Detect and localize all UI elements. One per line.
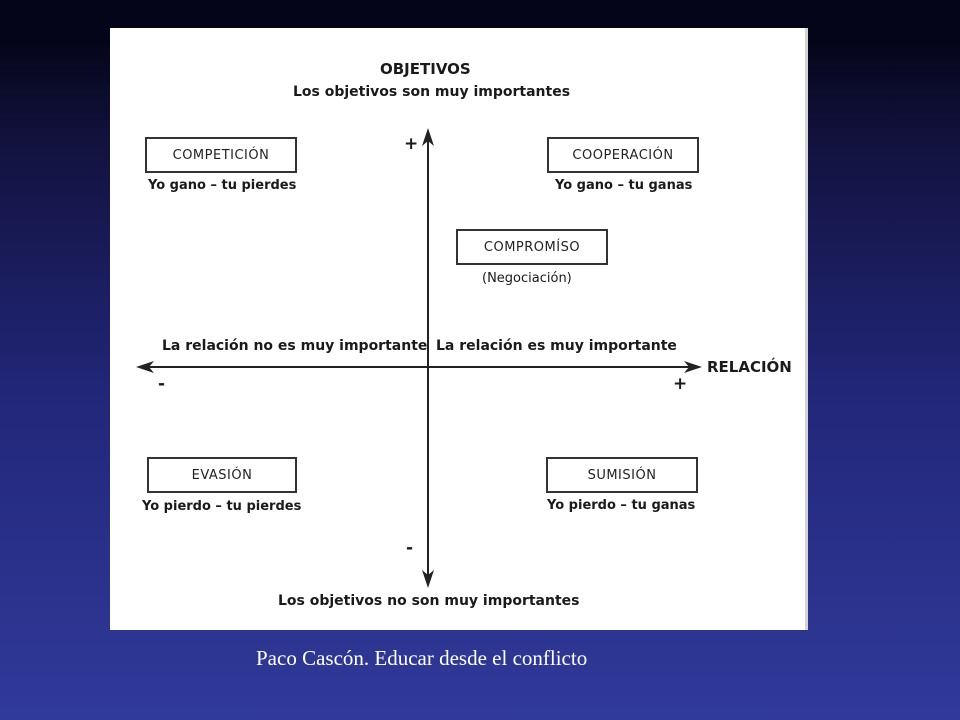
x-axis-left-label: La relación no es muy importante [162, 338, 428, 354]
axes-svg [136, 128, 702, 588]
competicion-box: COMPETICIÓN [145, 137, 297, 173]
x-axis-right-label: La relación es muy importante [436, 338, 677, 354]
y-axis-title: OBJETIVOS [380, 60, 471, 78]
diagram-panel: OBJETIVOS Los objetivos son muy importan… [110, 28, 808, 630]
source-caption: Paco Cascón. Educar desde el conflicto [256, 646, 588, 670]
x-axis-arrow-left [136, 361, 154, 373]
compromiso-box: COMPROMÍSO [456, 229, 608, 265]
sumision-subtitle: Yo pierdo – tu ganas [547, 498, 696, 513]
x-axis-arrow-right [684, 361, 702, 373]
y-axis-plus: + [404, 134, 419, 154]
y-axis-top-label: Los objetivos son muy importantes [293, 84, 571, 100]
y-axis-minus: - [406, 538, 414, 558]
cooperacion-subtitle: Yo gano – tu ganas [555, 178, 693, 193]
cooperacion-box: COOPERACIÓN [547, 137, 699, 173]
competicion-subtitle: Yo gano – tu pierdes [148, 178, 297, 193]
evasion-subtitle: Yo pierdo – tu pierdes [142, 499, 302, 514]
x-axis-minus: - [158, 374, 166, 394]
compromiso-subtitle: (Negociación) [482, 271, 572, 286]
y-axis-arrow-up [422, 128, 434, 146]
sumision-box: SUMISIÓN [546, 457, 698, 493]
x-axis-title: RELACIÓN [707, 358, 792, 376]
y-axis-bottom-label: Los objetivos no son muy importantes [278, 593, 580, 609]
x-axis-plus: + [673, 374, 688, 394]
evasion-box: EVASIÓN [147, 457, 297, 493]
y-axis-arrow-down [422, 570, 434, 588]
